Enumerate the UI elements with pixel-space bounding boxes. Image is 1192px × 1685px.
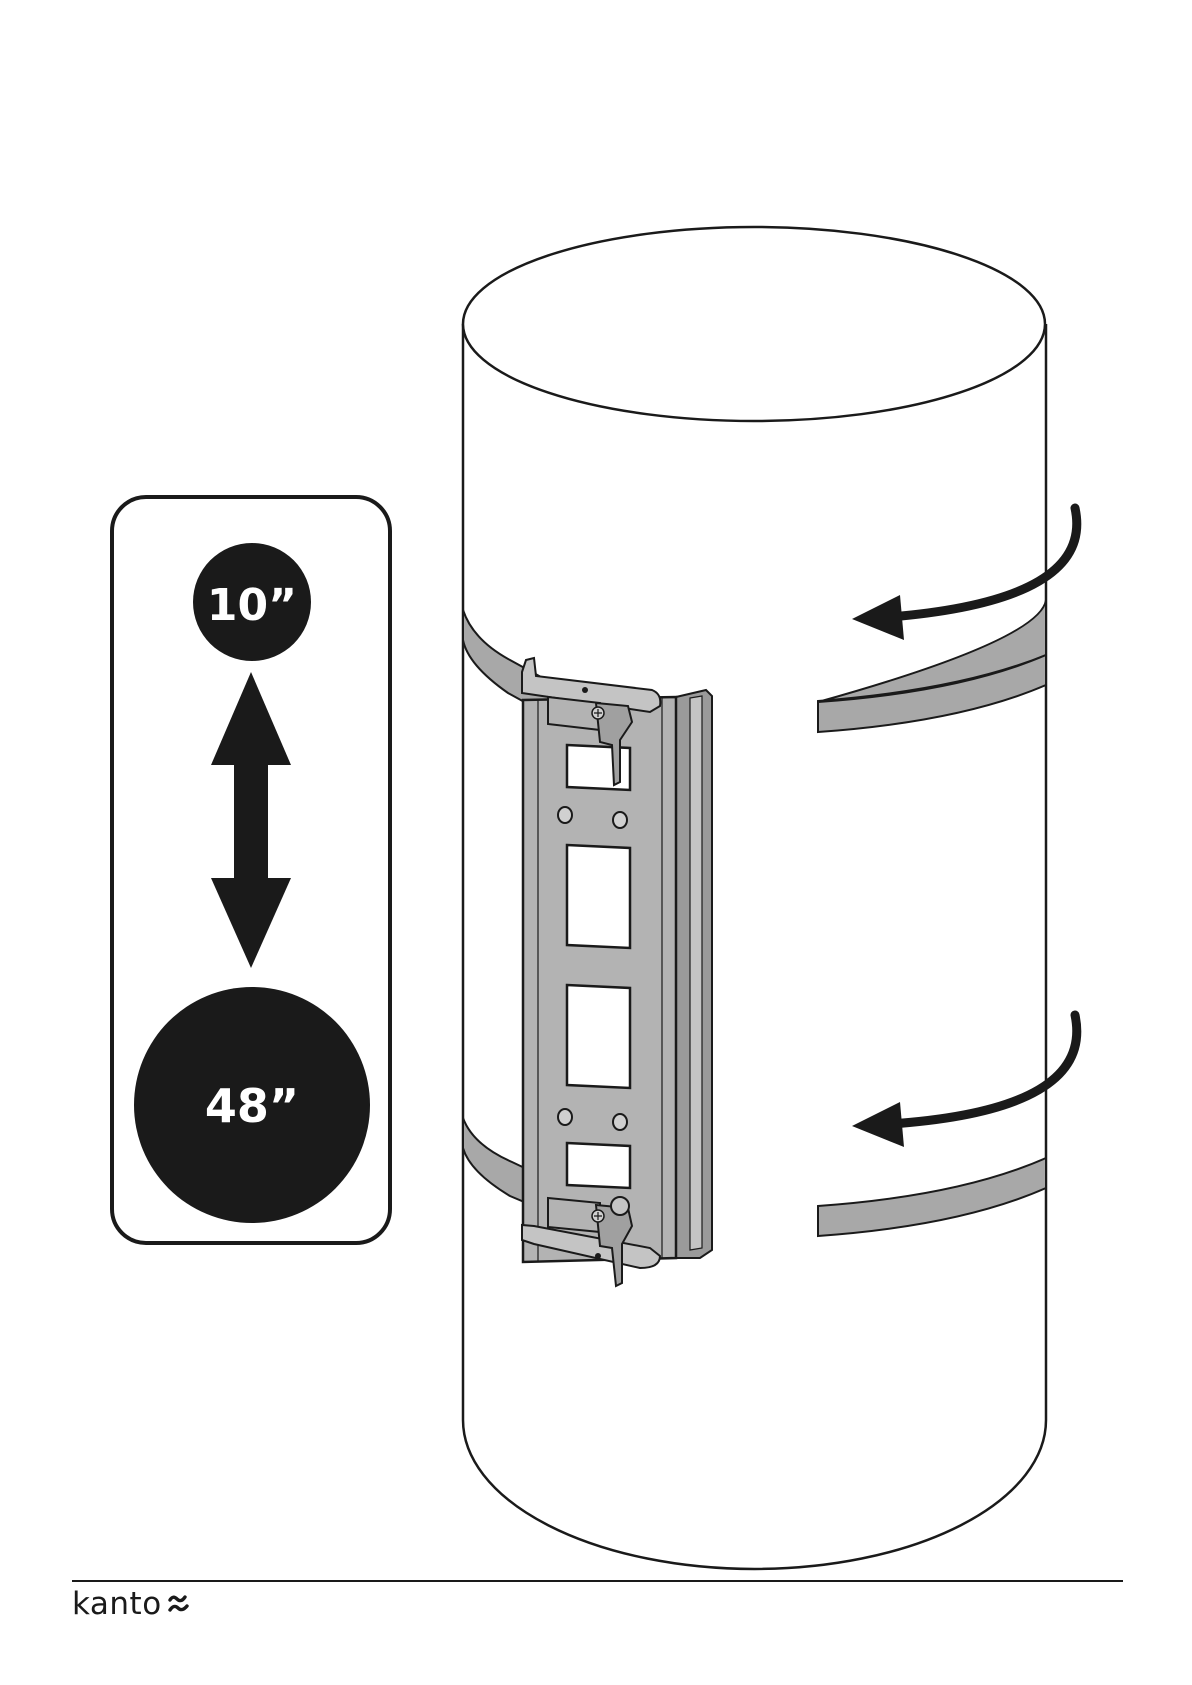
max-diameter-badge: 48” xyxy=(134,987,370,1223)
footer-brand: kanto xyxy=(72,1582,192,1626)
brand-name: kanto xyxy=(72,1589,162,1620)
pole-top-face xyxy=(463,227,1045,421)
mounting-bracket xyxy=(522,658,712,1286)
kanto-logo-mark xyxy=(166,1593,192,1615)
max-diameter-label: 48” xyxy=(205,1079,299,1133)
pole-size-range-panel: 10” 48” xyxy=(112,497,390,1243)
min-diameter-badge: 10” xyxy=(193,543,311,661)
min-diameter-label: 10” xyxy=(207,580,297,631)
footer-divider xyxy=(72,1580,1123,1582)
